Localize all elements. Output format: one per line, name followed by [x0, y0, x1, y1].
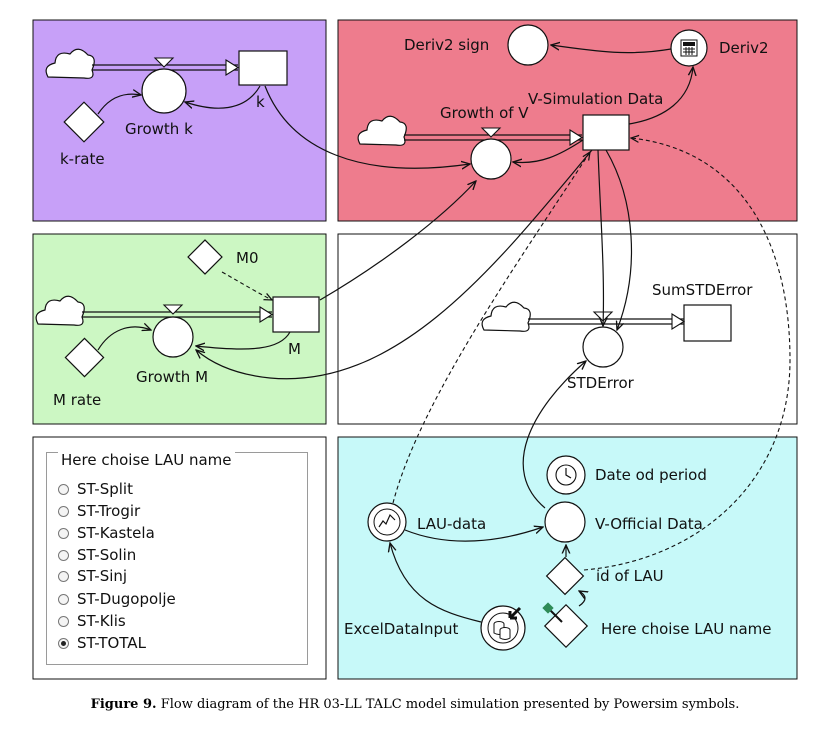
link-lau-data-to-v-sim [392, 152, 590, 504]
link-v-sim-to-deriv2 [628, 67, 693, 125]
lau-option-st-total[interactable]: ST-TOTAL [58, 634, 146, 652]
link-v-sim-to-growth-m [196, 149, 593, 380]
cloud-icon [45, 48, 95, 79]
lau-option-label: ST-Dugopolje [77, 590, 176, 608]
radio-icon[interactable] [58, 505, 69, 517]
m0-constant[interactable] [187, 239, 223, 275]
link-m-rate-to-growth-m [97, 327, 151, 351]
link-m-to-growth-m [196, 331, 291, 349]
lau-option-st-trogir[interactable]: ST-Trogir [58, 502, 140, 520]
link-v-official-to-std-error [522, 361, 586, 509]
link-lau-data-to-v-official [404, 527, 543, 542]
v-official-data-node[interactable] [544, 501, 586, 543]
graph-icon [378, 513, 396, 528]
valve-icon [480, 127, 502, 138]
m0-label: M0 [236, 249, 259, 267]
link-k-to-growth-of-v [264, 85, 470, 168]
cloud-icon [481, 301, 531, 332]
std-error-label: STDError [567, 374, 635, 392]
v-simulation-stock[interactable] [582, 114, 630, 151]
growth-m-node[interactable] [152, 316, 194, 358]
growth-k-node[interactable] [141, 68, 187, 114]
sum-std-error-label: SumSTDError [652, 281, 753, 299]
k-rate-constant[interactable] [63, 101, 105, 143]
m-rate-constant[interactable] [64, 337, 105, 378]
deriv2-sign-node[interactable] [507, 24, 549, 66]
k-rate-label: k-rate [60, 150, 105, 168]
figure-caption: Figure 9. Flow diagram of the HR 03-LL T… [0, 697, 830, 712]
k-stock[interactable] [238, 50, 288, 86]
flow-arrowhead [671, 313, 686, 330]
lau-option-st-kastela[interactable]: ST-Kastela [58, 524, 155, 542]
deriv2-sign-label: Deriv2 sign [404, 36, 489, 54]
pin-icon [542, 602, 563, 623]
lau-selector-legend: Here choise LAU name [58, 451, 235, 469]
v-official-data-label: V-Official Data [595, 515, 703, 533]
link-k-to-growth-k [185, 85, 261, 108]
cloud-icon [35, 295, 85, 326]
link-v-sim-to-std-error [605, 149, 633, 330]
link-id-of-lau-to-v-sim [583, 138, 791, 571]
radio-icon[interactable] [58, 483, 69, 495]
lau-option-st-solin[interactable]: ST-Solin [58, 546, 136, 564]
panel-v-simulation [337, 19, 798, 222]
sum-std-error-stock[interactable] [683, 304, 732, 342]
radio-icon[interactable] [58, 637, 69, 649]
radio-icon[interactable] [58, 615, 69, 627]
m-label: M [288, 340, 301, 358]
lau-option-label: ST-Sinj [77, 567, 128, 585]
lau-option-st-split[interactable]: ST-Split [58, 480, 133, 498]
link-v-sim-to-std-error-2 [597, 149, 603, 326]
radio-icon[interactable] [58, 570, 69, 582]
m-rate-label: M rate [53, 391, 101, 409]
clock-icon [555, 464, 577, 486]
excel-data-input-label: ExcelDataInput [344, 620, 459, 638]
lau-option-label: ST-TOTAL [77, 634, 146, 652]
panel-lau-selector [32, 436, 327, 680]
growth-of-v-node[interactable] [470, 138, 512, 180]
caption-label: Figure 9. [90, 697, 157, 712]
valve-icon [162, 304, 184, 315]
lau-option-label: ST-Klis [77, 612, 126, 630]
lau-data-label: LAU-data [417, 515, 486, 533]
calculator-icon [680, 39, 698, 57]
here-choise-lau-name-label: Here choise LAU name [601, 620, 772, 638]
arrow-icon [508, 606, 522, 620]
lau-option-label: ST-Trogir [77, 502, 141, 520]
lau-option-st-dugopolje[interactable]: ST-Dugopolje [58, 590, 176, 608]
database-icon [493, 621, 511, 640]
growth-m-label: Growth M [136, 368, 208, 386]
lau-option-label: ST-Kastela [77, 524, 155, 542]
flow-arrowhead [225, 59, 240, 76]
radio-icon[interactable] [58, 549, 69, 561]
flow-arrowhead [569, 129, 584, 146]
k-label: k [256, 93, 265, 111]
link-deriv2-to-deriv2-sign [551, 45, 672, 54]
caption-text: Flow diagram of the HR 03-LL TALC model … [160, 697, 740, 712]
radio-icon[interactable] [58, 593, 69, 605]
link-v-sim-to-growth-of-v [513, 139, 584, 163]
deriv2-label: Deriv2 [719, 39, 769, 57]
lau-option-st-klis[interactable]: ST-Klis [58, 612, 126, 630]
m-stock[interactable] [272, 296, 320, 333]
lau-option-st-sinj[interactable]: ST-Sinj [58, 567, 127, 585]
growth-of-v-label: Growth of V [440, 104, 529, 122]
growth-k-label: Growth k [125, 120, 193, 138]
lau-option-label: ST-Solin [77, 546, 137, 564]
radio-icon[interactable] [58, 527, 69, 539]
std-error-node[interactable] [582, 326, 624, 368]
link-m-to-growth-of-v [319, 181, 476, 301]
link-excel-to-lau-data [390, 543, 482, 623]
v-simulation-label: V-Simulation Data [528, 90, 663, 108]
id-of-lau-label: id of LAU [596, 567, 664, 585]
lau-option-label: ST-Split [77, 480, 133, 498]
date-od-period-label: Date od period [595, 466, 707, 484]
link-k-rate-to-growth-k [97, 94, 141, 115]
valve-icon [153, 57, 175, 68]
flow-arrowhead [259, 306, 274, 323]
id-of-lau-constant[interactable] [545, 556, 585, 596]
link-choise-to-id-of-lau [579, 591, 585, 607]
